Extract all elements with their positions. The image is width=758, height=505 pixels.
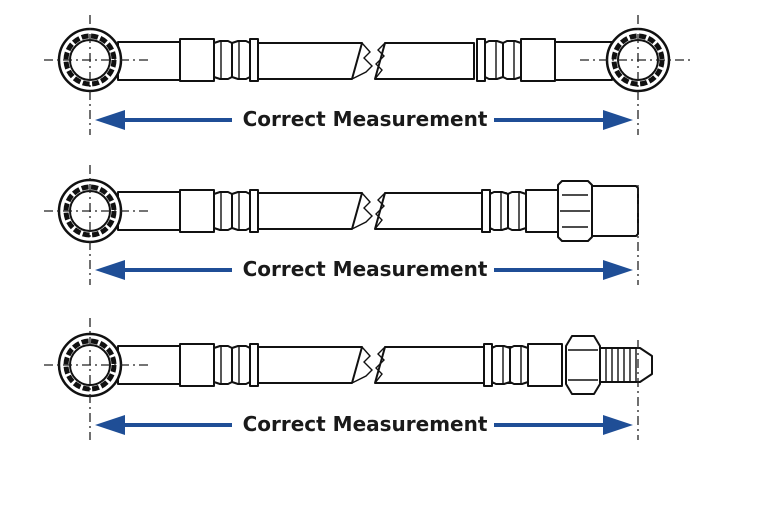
row-1-banjo-to-banjo: Correct Measurement xyxy=(44,15,690,135)
female-swivel-nut xyxy=(557,180,639,242)
row-2-banjo-to-female-nut: Correct Measurement xyxy=(44,165,639,285)
measurement-label-2: Correct Measurement xyxy=(243,257,488,281)
male-flare-fitting xyxy=(565,335,653,395)
measurement-label-3: Correct Measurement xyxy=(243,412,488,436)
measurement-label-1: Correct Measurement xyxy=(243,107,488,131)
row-3-banjo-to-male-flare: Correct Measurement xyxy=(44,318,653,440)
